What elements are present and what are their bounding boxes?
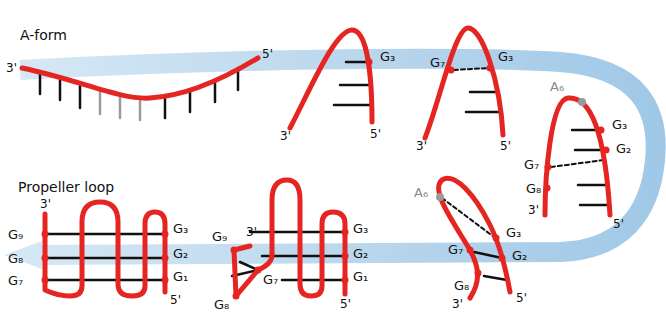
intermediate-fold bbox=[544, 98, 611, 215]
base-label: G₈ bbox=[8, 252, 23, 265]
base-label: G₃ bbox=[173, 222, 188, 235]
base-label: G₇ bbox=[524, 158, 539, 171]
base-label: G₃ bbox=[506, 226, 521, 239]
strand-end: 3' bbox=[246, 226, 257, 238]
propeller-quadruplex bbox=[42, 202, 169, 296]
hairpin-g3 bbox=[290, 30, 373, 128]
strand-end: 3' bbox=[40, 198, 51, 210]
base-label: G₈ bbox=[214, 298, 229, 311]
base-label: G₂ bbox=[616, 142, 631, 155]
strand-end: 5' bbox=[262, 48, 273, 60]
panel-heading: Propeller loop bbox=[18, 180, 114, 194]
strand-end: 5' bbox=[613, 218, 624, 230]
strand-end: 5' bbox=[500, 140, 511, 152]
strand-end: 3' bbox=[280, 130, 291, 142]
base-label: G₃ bbox=[498, 50, 513, 63]
base-label: G₁ bbox=[173, 270, 188, 283]
base-label: A₆ bbox=[414, 186, 428, 199]
intermediate-fold-2 bbox=[436, 178, 510, 298]
base-label: G₉ bbox=[212, 230, 227, 243]
strand-end: 3' bbox=[416, 140, 427, 152]
base-label: G₃ bbox=[380, 50, 395, 63]
strand-end: 3' bbox=[528, 204, 539, 216]
panel-heading: A-form bbox=[20, 28, 67, 42]
base-label: G₇ bbox=[263, 273, 278, 286]
base-label: G₇ bbox=[448, 243, 463, 256]
base-label: G₇ bbox=[8, 274, 23, 287]
strand-end: 5' bbox=[516, 292, 527, 304]
hairpin-g7-g3 bbox=[425, 28, 503, 138]
base-label: G₈ bbox=[526, 182, 541, 195]
base-label: G₈ bbox=[454, 279, 469, 292]
strand-end: 3' bbox=[6, 62, 17, 74]
partial-quadruplex bbox=[231, 180, 349, 300]
base-label: G₉ bbox=[8, 228, 23, 241]
a-form-strand bbox=[22, 58, 258, 120]
strand-end: 5' bbox=[170, 294, 181, 306]
pathway-band bbox=[20, 59, 656, 255]
base-label: G₇ bbox=[430, 56, 445, 69]
strand-end: 5' bbox=[370, 128, 381, 140]
base-label: G₂ bbox=[173, 247, 188, 260]
pathway-arrowhead bbox=[4, 241, 42, 269]
strand-end: 3' bbox=[452, 298, 463, 310]
base-label: G₃ bbox=[612, 118, 627, 131]
strand-end: 5' bbox=[340, 298, 351, 310]
base-label: G₂ bbox=[353, 247, 368, 260]
base-label: A₆ bbox=[550, 80, 564, 93]
base-label: G₃ bbox=[353, 222, 368, 235]
base-label: G₁ bbox=[353, 270, 368, 283]
base-label: G₂ bbox=[512, 249, 527, 262]
